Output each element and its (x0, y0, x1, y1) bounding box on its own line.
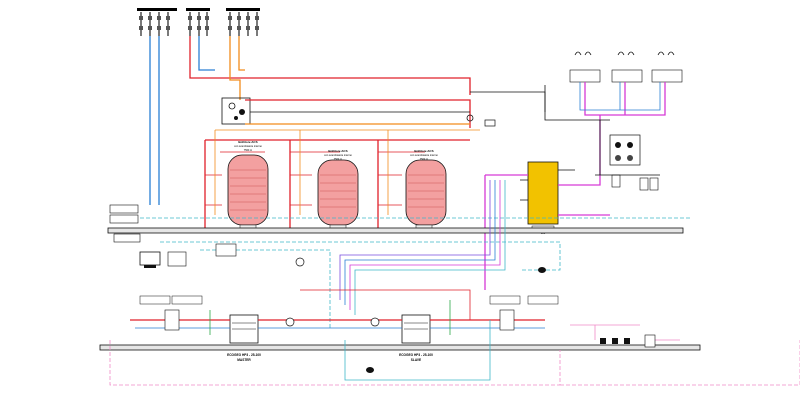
lower-red-lines (130, 289, 545, 321)
pump-icon (285, 257, 380, 327)
blue-radiator-lines (579, 82, 661, 111)
control-boxes (167, 243, 237, 267)
tank-2-subtitle: con scambiatore interno (324, 153, 352, 157)
tank-3-subtitle: con scambiatore interno (410, 153, 438, 157)
tank-2-size: 750lt LI (334, 157, 343, 161)
hp-slave-model: ECOGEO HP3 - 25-100 (399, 353, 433, 357)
black-buffer-lines (520, 169, 575, 201)
hp-master-model: ECOGEO HP3 - 25-100 (227, 353, 261, 357)
heat-pump-master: ECOGEO HP3 - 25-100 MASTER (227, 314, 261, 362)
cyan-return-lines (140, 217, 690, 330)
tank-1-subtitle: con scambiatore interno (234, 144, 262, 148)
upper-header-bar (107, 227, 684, 234)
hp-slave-role: SLAVE (411, 358, 421, 362)
red-collector-line (189, 36, 471, 95)
tank-1-title: Bollitore ACS (238, 140, 257, 144)
upper-manifold (221, 97, 251, 125)
lower-black-components (139, 295, 559, 331)
blue-collector-lines (149, 36, 215, 205)
filter-icon (600, 334, 656, 348)
expansion-vessel-icon (366, 267, 546, 373)
radiator-group (569, 51, 683, 83)
red-upper-main (245, 99, 471, 128)
collector-group-right (226, 8, 260, 36)
black-upper-main (250, 91, 546, 113)
red-tank-feeds (204, 139, 470, 230)
collector-group-left (137, 8, 177, 36)
tank-2-title: Bollitore ACS (328, 149, 347, 153)
left-control-box (109, 204, 141, 243)
dhw-tank-3: Bollitore ACS con scambiatore interno 75… (378, 149, 447, 230)
valve-icon (466, 114, 496, 127)
black-right-lines (544, 85, 660, 176)
collector-group-middle (186, 8, 210, 36)
dhw-tank-1: Bollitore ACS con scambiatore interno 75… (205, 140, 269, 230)
cyan-lower-loop (344, 320, 491, 381)
tank-1-size: 750lt LI (244, 148, 253, 152)
right-manifold (609, 134, 659, 191)
pink-dashed-loop (109, 340, 800, 386)
magenta-radiator-lines (584, 82, 666, 116)
pink-right-line (570, 324, 680, 341)
lower-header-bar (99, 344, 701, 351)
lower-green-lines (209, 300, 451, 335)
orange-tank-feed (214, 129, 480, 215)
tank-3-size: 750lt LI (420, 157, 429, 161)
buffer-tank: 500 (527, 161, 559, 235)
tank-3-title: Bollitore ACS (414, 149, 433, 153)
heat-pump-slave: ECOGEO HP3 - 25-100 SLAVE (399, 314, 433, 362)
monitor-icon (139, 251, 161, 268)
purple-blue-bundle (339, 180, 506, 315)
hp-master-role: MASTER (237, 358, 251, 362)
orange-collector-lines (229, 36, 245, 100)
